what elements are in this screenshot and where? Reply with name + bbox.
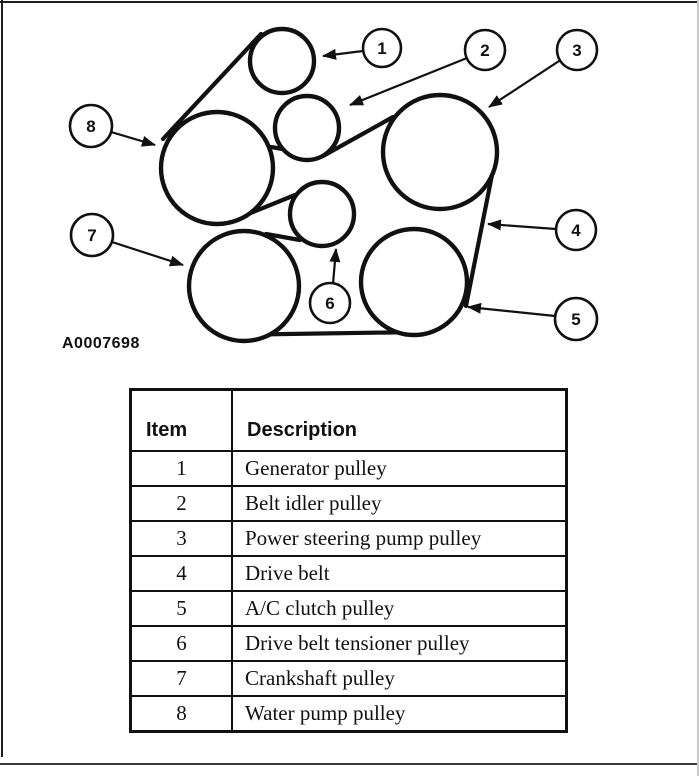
table-row: 5 A/C clutch pulley — [130, 590, 567, 627]
page-border-left — [1, 0, 3, 757]
table-row: 2 Belt idler pulley — [130, 485, 567, 522]
legend-table-container: Item Description 1 Generator pulley 2 Be… — [129, 388, 568, 733]
callout-number-2: 2 — [480, 41, 489, 60]
cell-description: Water pump pulley — [231, 695, 567, 732]
table-row: 3 Power steering pump pulley — [130, 520, 567, 557]
table-row: 6 Drive belt tensioner pulley — [130, 625, 567, 662]
callout-number-5: 5 — [571, 310, 580, 329]
belt-segment-psp-to-ac — [463, 167, 496, 309]
cell-item: 3 — [130, 520, 233, 557]
callout-circle-1 — [361, 27, 403, 69]
cell-description: Drive belt — [231, 555, 567, 592]
callout-circle-8 — [68, 103, 114, 149]
cell-description: Crankshaft pulley — [231, 660, 567, 697]
callout-arrow-3 — [488, 60, 560, 108]
table-row: 4 Drive belt — [130, 555, 567, 592]
page-border-bottom — [0, 763, 699, 765]
cell-item: 8 — [130, 695, 233, 732]
belt-segment-generator-to-waterpump — [160, 31, 264, 142]
cell-item: 5 — [130, 590, 233, 627]
header-item: Item — [130, 389, 233, 452]
callout-circle-2 — [463, 28, 507, 72]
ac-clutch-pulley — [358, 226, 470, 338]
page-border-top — [0, 1, 699, 3]
crankshaft-pulley — [186, 228, 302, 344]
legend-table: Item Description 1 Generator pulley 2 Be… — [129, 388, 568, 733]
callout-number-4: 4 — [571, 221, 581, 240]
belt-segment-tensioner-to-crankshaft — [263, 231, 303, 243]
callout-number-8: 8 — [86, 117, 95, 136]
callout-arrow-8 — [110, 130, 156, 147]
generator-pulley — [247, 26, 317, 96]
power-steering-pump-pulley — [380, 92, 500, 212]
table-row: 7 Crankshaft pulley — [130, 660, 567, 697]
callout-arrow-4 — [487, 219, 557, 231]
callout-circle-3 — [555, 28, 599, 72]
callout-number-7: 7 — [87, 226, 96, 245]
callout-arrow-2 — [349, 56, 468, 107]
cell-item: 1 — [130, 450, 233, 487]
header-description: Description — [231, 389, 567, 452]
water-pump-pulley — [158, 109, 276, 227]
table-row: 8 Water pump pulley — [130, 695, 567, 732]
belt-idler-pulley — [272, 93, 342, 163]
cell-item: 6 — [130, 625, 233, 662]
callout-arrow-6 — [329, 248, 341, 285]
callout-circle-6 — [308, 281, 352, 325]
callout-number-1: 1 — [377, 39, 386, 58]
callout-circle-7 — [69, 212, 115, 258]
cell-item: 7 — [130, 660, 233, 697]
cell-description: Generator pulley — [231, 450, 567, 487]
callout-circle-5 — [553, 296, 599, 342]
callout-arrow-1 — [322, 48, 364, 60]
callout-arrow-5 — [467, 302, 556, 318]
cell-description: Power steering pump pulley — [231, 520, 567, 557]
belt-routing-diagram: 1 2 3 4 5 6 7 8 A0007698 — [62, 26, 599, 352]
callout-number-6: 6 — [325, 294, 334, 313]
callout-circle-4 — [554, 208, 598, 252]
callout-number-3: 3 — [572, 41, 581, 60]
callout-arrow-7 — [111, 240, 184, 267]
figure-code-label: A0007698 — [62, 335, 140, 352]
cell-description: A/C clutch pulley — [231, 590, 567, 627]
drive-belt-tensioner-pulley — [287, 179, 357, 249]
page-border-right — [697, 0, 699, 776]
cell-description: Drive belt tensioner pulley — [231, 625, 567, 662]
cell-description: Belt idler pulley — [231, 485, 567, 522]
table-row: 1 Generator pulley — [130, 450, 567, 487]
cell-item: 2 — [130, 485, 233, 522]
legend-header-row: Item Description — [130, 389, 567, 452]
cell-item: 4 — [130, 555, 233, 592]
